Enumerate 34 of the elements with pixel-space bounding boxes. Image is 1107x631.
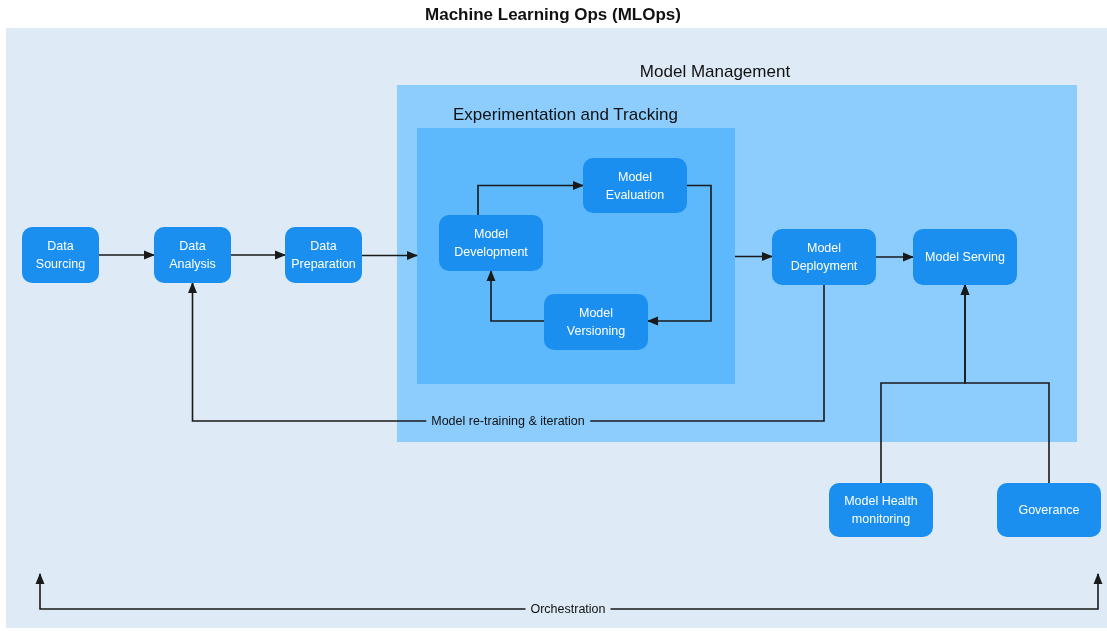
group-heading: Model Management: [639, 62, 791, 82]
box-label: Goverance: [1018, 502, 1080, 519]
box-label: Model Deployment: [789, 240, 859, 275]
process-box: [583, 158, 687, 213]
process-box: [913, 229, 1017, 285]
arrow: [477, 181, 585, 216]
process-box: [544, 294, 648, 350]
group-heading: Machine Learning Ops (MLOps): [425, 5, 681, 25]
box-label: Data Preparation: [291, 238, 356, 273]
process-box: [829, 483, 933, 537]
box-label: Model Health monitoring: [843, 493, 919, 528]
bracket-label: Orchestration: [525, 602, 611, 616]
arrow: [734, 252, 774, 261]
process-box: [154, 227, 231, 283]
process-box: [772, 229, 876, 285]
process-box: [285, 227, 362, 283]
box-label: Data Sourcing: [34, 238, 87, 273]
arrow: [230, 250, 287, 260]
box-label: Model Development: [453, 226, 529, 261]
arrow: [960, 283, 1050, 484]
arrow: [98, 250, 156, 260]
box-label: Model Serving: [925, 249, 1005, 266]
edge-label: Model re-training & iteration: [426, 414, 590, 428]
process-box: [22, 227, 99, 283]
arrow: [361, 251, 419, 260]
arrow: [486, 269, 545, 322]
box-label: Data Analysis: [168, 238, 217, 273]
box-label: Model Versioning: [565, 305, 627, 340]
box-label: Model Evaluation: [604, 168, 666, 204]
process-box: [997, 483, 1101, 537]
process-box: [439, 215, 543, 271]
arrow: [646, 184, 712, 326]
group-heading: Experimentation and Tracking: [453, 105, 678, 125]
arrow: [875, 252, 915, 262]
